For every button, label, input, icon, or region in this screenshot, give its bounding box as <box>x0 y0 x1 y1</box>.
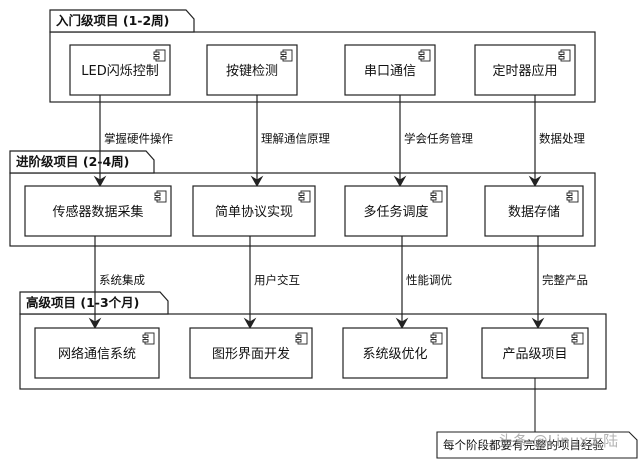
component-box <box>344 185 448 237</box>
component-label: 定时器应用 <box>492 63 557 79</box>
component-icon <box>154 190 167 203</box>
frame-title: 入门级项目 (1-2周) <box>56 13 169 28</box>
component-label: 网络通信系统 <box>58 346 136 362</box>
component-protocol[interactable]: 简单协议实现 <box>192 185 316 237</box>
arrowhead-icon <box>528 175 542 188</box>
component-label: 按键检测 <box>226 64 278 79</box>
note-box <box>436 431 638 459</box>
watermark: 头条 @Linux大陆 <box>498 432 618 450</box>
frame-title: 高级项目 (1-3个月) <box>26 295 139 310</box>
component-label: 多任务调度 <box>363 204 428 220</box>
edge-label: 系统集成 <box>99 273 145 287</box>
component-button[interactable]: 按键检测 <box>206 44 298 96</box>
edge-label: 用户交互 <box>254 273 300 287</box>
arrowhead-icon <box>88 317 102 330</box>
component-icon <box>153 49 166 62</box>
edge-label: 完整产品 <box>542 273 588 287</box>
arrowhead-icon <box>531 317 545 330</box>
component-box <box>69 44 171 96</box>
arrowhead-icon <box>243 317 257 330</box>
component-label: 简单协议实现 <box>215 204 293 220</box>
component-icon <box>295 332 308 345</box>
component-label: LED闪烁控制 <box>81 64 158 79</box>
component-box <box>192 185 316 237</box>
note: 每个阶段都要有完整的项目经验 <box>436 378 638 459</box>
component-network[interactable]: 网络通信系统 <box>34 327 160 379</box>
edge-multitask-to-sysopt: 性能调优 <box>395 236 452 330</box>
edge-storage-to-product: 完整产品 <box>531 236 588 330</box>
edge-label: 掌握硬件操作 <box>104 132 173 146</box>
component-box <box>34 327 160 379</box>
component-box <box>474 44 576 96</box>
component-label: 串口通信 <box>364 64 416 79</box>
arrowhead-icon <box>93 175 107 188</box>
component-box <box>24 185 172 237</box>
arrowhead-icon <box>250 175 264 188</box>
edge-sensor-to-network: 系统集成 <box>88 236 145 330</box>
component-icon <box>571 332 584 345</box>
frame-title: 进阶级项目 (2-4周) <box>16 154 129 169</box>
component-icon <box>430 332 443 345</box>
component-icon <box>566 190 579 203</box>
component-sensor[interactable]: 传感器数据采集 <box>24 185 172 237</box>
component-icon <box>298 190 311 203</box>
component-label: 系统级优化 <box>362 347 427 362</box>
frame-tab <box>19 291 169 315</box>
component-icon <box>418 49 431 62</box>
edge-label: 性能调优 <box>406 273 452 287</box>
frame-tab <box>49 9 195 33</box>
component-uart[interactable]: 串口通信 <box>344 44 436 96</box>
edge-button-to-protocol: 理解通信原理 <box>250 95 330 188</box>
edge-label: 数据处理 <box>539 132 585 146</box>
component-icon <box>558 49 571 62</box>
frame-tab <box>9 150 155 174</box>
component-label: 传感器数据采集 <box>52 204 143 220</box>
edge-label: 学会任务管理 <box>404 132 473 146</box>
component-box <box>189 327 313 379</box>
note-text: 每个阶段都要有完整的项目经验 <box>443 438 604 452</box>
component-icon <box>142 332 155 345</box>
edge-timer-to-storage: 数据处理 <box>528 95 585 188</box>
edge-label: 理解通信原理 <box>261 132 330 146</box>
component-gui[interactable]: 图形界面开发 <box>189 327 313 379</box>
arrowhead-icon <box>393 175 407 188</box>
component-sysopt[interactable]: 系统级优化 <box>342 327 448 379</box>
component-label: 图形界面开发 <box>212 346 290 362</box>
component-label: 数据存储 <box>508 205 560 220</box>
component-label: 产品级项目 <box>502 347 567 362</box>
component-icon <box>430 190 443 203</box>
edge-protocol-to-gui: 用户交互 <box>243 236 300 330</box>
edge-uart-to-multitask: 学会任务管理 <box>393 95 473 188</box>
edge-led-to-sensor: 掌握硬件操作 <box>93 95 173 188</box>
component-product[interactable]: 产品级项目 <box>481 327 589 379</box>
component-icon <box>280 49 293 62</box>
component-timer[interactable]: 定时器应用 <box>474 44 576 96</box>
component-storage[interactable]: 数据存储 <box>484 185 584 237</box>
component-multitask[interactable]: 多任务调度 <box>344 185 448 237</box>
component-box <box>342 327 448 379</box>
component-box <box>481 327 589 379</box>
arrowhead-icon <box>395 317 409 330</box>
component-led[interactable]: LED闪烁控制 <box>69 44 171 96</box>
